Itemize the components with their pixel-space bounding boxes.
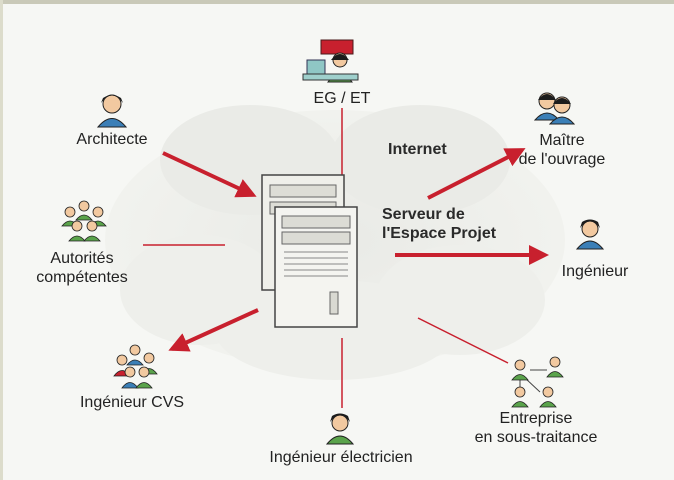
- arrow-maitre: [427, 148, 526, 200]
- frame-border-top: [0, 0, 674, 4]
- ingenieur-electricien-icon: [325, 413, 355, 445]
- node-label-maitre: Maître de l'ouvrage: [512, 131, 612, 169]
- node-label-entreprise-line1: Entreprise: [499, 410, 573, 427]
- server-label: Serveur de l'Espace Projet: [382, 205, 496, 243]
- line-entreprise: [417, 317, 509, 364]
- node-label-ingenieur-electricien: Ingénieur électricien: [269, 449, 413, 466]
- architecte-icon: [96, 94, 128, 128]
- node-label-architecte: Architecte: [76, 131, 148, 148]
- server-label-line1: Serveur de: [382, 206, 465, 223]
- server-label-line2: l'Espace Projet: [382, 225, 497, 242]
- node-label-entreprise: Entreprise en sous-traitance: [458, 409, 614, 447]
- maitre-ouvrage-icon: [533, 92, 576, 125]
- server-icon: [261, 174, 358, 328]
- node-label-entreprise-line2: en sous-traitance: [474, 429, 598, 446]
- arrow-architecte: [162, 151, 257, 198]
- node-label-autorites: Autorités compétentes: [26, 249, 138, 287]
- node-label-maitre-line2: de l'ouvrage: [518, 151, 606, 168]
- ingenieur-cvs-icon: [113, 344, 158, 389]
- autorites-icon: [61, 200, 107, 242]
- entreprise-icon: [511, 356, 564, 408]
- eg-et-icon: [302, 39, 359, 83]
- connections: [143, 108, 549, 408]
- node-label-ingenieur: Ingénieur: [561, 263, 629, 280]
- ingenieur-icon: [575, 219, 605, 250]
- arrow-ingenieur-cvs: [168, 308, 259, 352]
- node-label-eg-et: EG / ET: [313, 90, 371, 107]
- node-label-maitre-line1: Maître: [539, 132, 585, 149]
- node-label-autorites-line2: compétentes: [36, 269, 128, 286]
- node-label-autorites-line1: Autorités: [50, 250, 114, 267]
- internet-label: Internet: [388, 141, 447, 158]
- node-label-ingenieur-cvs: Ingénieur CVS: [79, 394, 185, 411]
- frame-border-left: [0, 0, 3, 480]
